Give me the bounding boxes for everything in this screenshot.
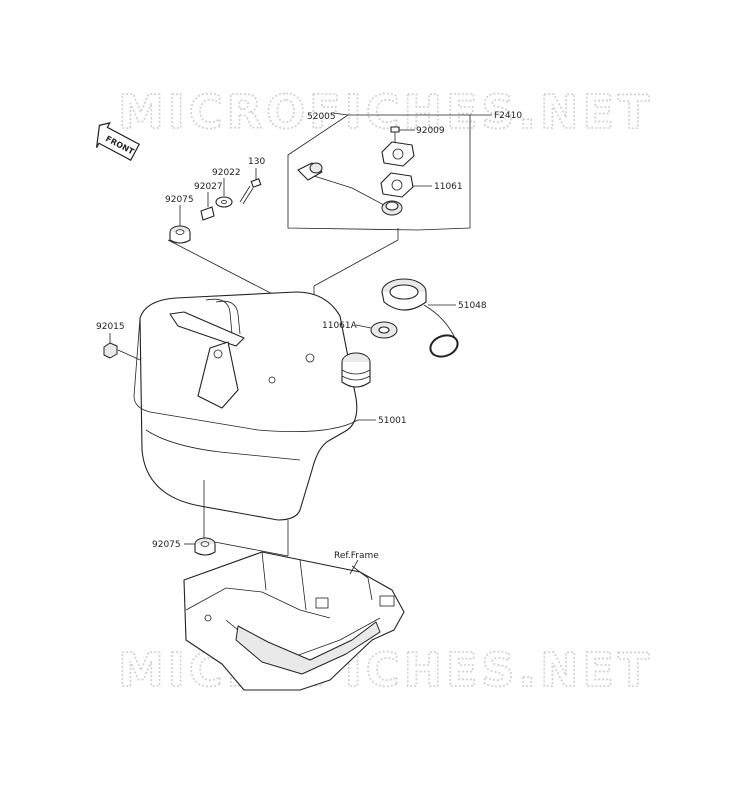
label-f2410: F2410 <box>494 111 522 121</box>
label-92075-top: 92075 <box>165 195 194 205</box>
label-ref-frame: Ref.Frame <box>334 551 379 561</box>
label-11061a: 11061A <box>322 321 358 331</box>
damper-92075-top <box>169 225 191 244</box>
label-92015: 92015 <box>96 322 125 332</box>
damper-92075-bottom <box>194 537 216 556</box>
washer-92022 <box>215 196 233 208</box>
frame-reference <box>183 551 405 691</box>
label-51001: 51001 <box>378 416 407 426</box>
label-92022: 92022 <box>212 168 241 178</box>
fuel-tank-51001 <box>133 291 371 521</box>
label-11061: 11061 <box>434 182 463 192</box>
label-52005: 52005 <box>307 112 336 122</box>
label-92027: 92027 <box>194 182 223 192</box>
collar-92027 <box>200 206 215 221</box>
nut-92015 <box>103 342 118 359</box>
label-92009: 92009 <box>416 126 445 136</box>
label-51048: 51048 <box>458 301 487 311</box>
fuel-gauge-sender <box>297 162 403 216</box>
gasket-11061 <box>380 172 414 198</box>
watermark-top: MICROFICHES.NET <box>118 85 653 139</box>
screw-92009 <box>390 126 400 142</box>
label-130: 130 <box>248 157 265 167</box>
bolt-130 <box>239 178 262 205</box>
label-92075-bottom: 92075 <box>152 540 181 550</box>
plate-upper <box>381 141 415 167</box>
watermark-bottom: MICROFICHES.NET <box>118 643 653 697</box>
gasket-11061a <box>370 321 398 339</box>
fuel-cap-51048 <box>381 278 459 358</box>
